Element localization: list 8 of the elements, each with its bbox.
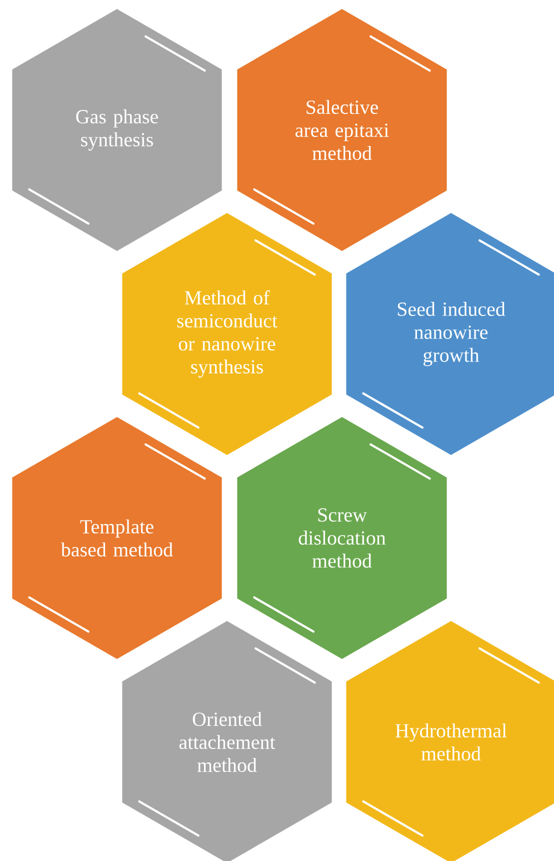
hexagon: Oriented attachement method bbox=[122, 621, 332, 861]
hexagon: Hydrothermal method bbox=[346, 621, 554, 861]
hexagon: Salective area epitaxi method bbox=[237, 9, 447, 251]
hexagon: Method of semiconduct or nanowire synthesis bbox=[122, 213, 332, 455]
hexagon: Seed induced nanowire growth bbox=[346, 213, 554, 455]
hexagon: Template based method bbox=[12, 417, 222, 659]
hexagon: Gas phase synthesis bbox=[12, 9, 222, 251]
hexagon: Screw dislocation method bbox=[237, 417, 447, 659]
